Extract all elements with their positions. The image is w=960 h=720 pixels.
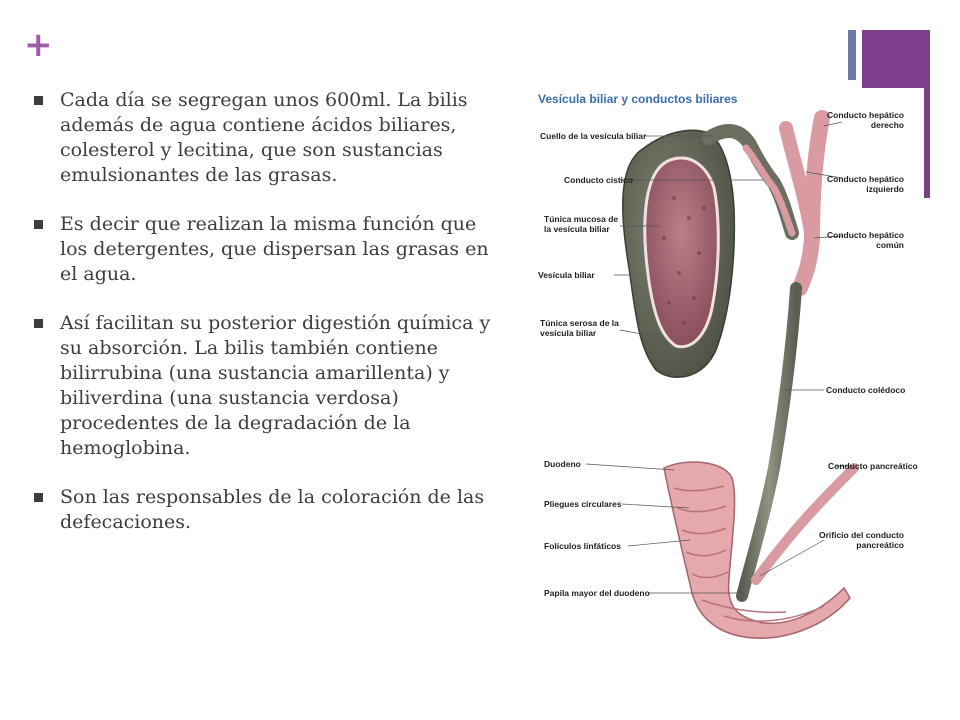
figure-label: Folículos linfáticos [544, 541, 621, 551]
accent-bar-thin [848, 30, 856, 80]
bullet-item: Son las responsables de la coloración de… [34, 485, 494, 535]
gallbladder-anatomy-illustration [585, 110, 859, 639]
bullet-item: Así facilitan su posterior digestión quí… [34, 311, 494, 461]
bullet-text: Es decir que realizan la misma función q… [60, 213, 489, 285]
bullet-square-icon [34, 220, 43, 229]
figure-label: Conducto colédoco [826, 385, 906, 395]
bullet-text: Así facilitan su posterior digestión quí… [60, 312, 491, 459]
bullet-text: Son las responsables de la coloración de… [60, 486, 485, 533]
plus-icon: + [24, 25, 53, 65]
bullet-square-icon [34, 319, 43, 328]
figure-label: Conducto cístico [564, 175, 633, 185]
bullet-square-icon [34, 96, 43, 105]
figure-label: Vesícula biliar [538, 270, 595, 280]
bullet-list: Cada día se segregan unos 600ml. La bili… [34, 88, 494, 559]
bullet-text: Cada día se segregan unos 600ml. La bili… [60, 89, 468, 186]
figure-label: Papila mayor del duodeno [544, 588, 650, 598]
figure-label: Duodeno [544, 459, 581, 469]
figure-label: Pliegues circulares [544, 499, 622, 509]
gallbladder-figure: Vesícula biliar y conductos biliares Cue… [524, 88, 924, 648]
figure-label: Cuello de la vesícula biliar [540, 131, 647, 141]
bullet-square-icon [34, 493, 43, 502]
bullet-item: Cada día se segregan unos 600ml. La bili… [34, 88, 494, 188]
figure-title: Vesícula biliar y conductos biliares [538, 92, 738, 106]
figure-label: Conducto pancreático [828, 461, 918, 471]
bullet-item: Es decir que realizan la misma función q… [34, 212, 494, 287]
